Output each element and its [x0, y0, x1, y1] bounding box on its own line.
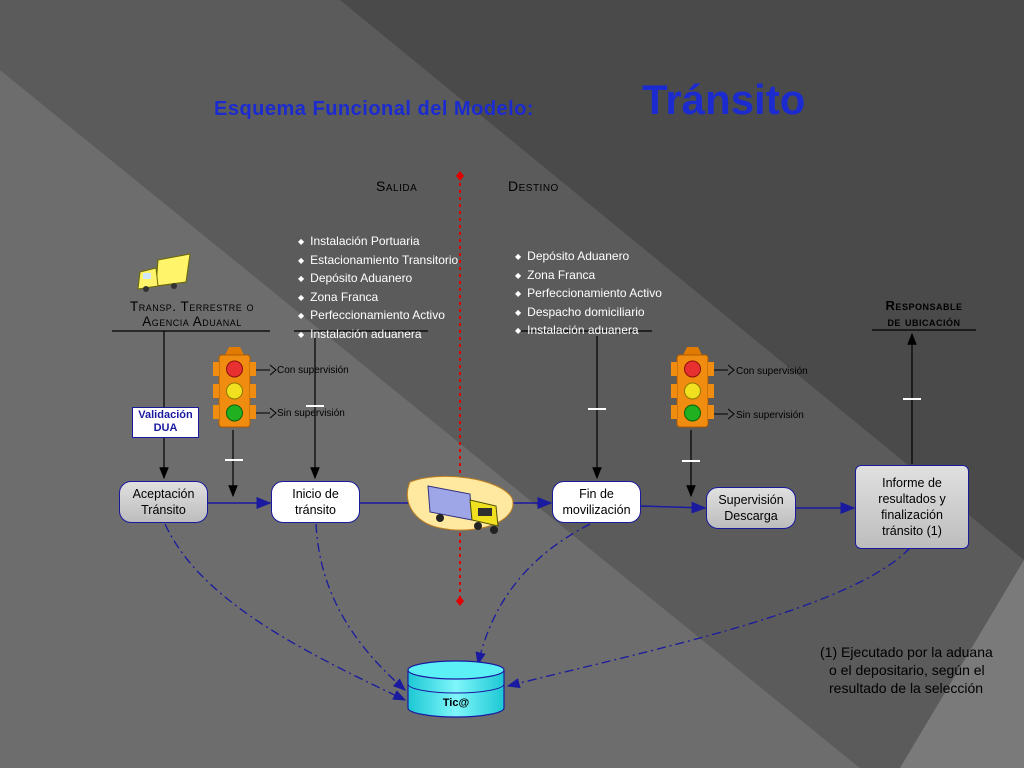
list-item: Despacho domiciliario [515, 304, 662, 323]
footnote-line: resultado de la selección [829, 680, 984, 696]
node-line: Informe de [882, 476, 942, 490]
badge-line: DUA [153, 422, 178, 434]
list-item: Perfeccionamiento Activo [515, 285, 662, 304]
badge-line: Validación [138, 409, 193, 421]
list-item: Instalación aduanera [298, 326, 458, 345]
salida-header: Salida [376, 178, 418, 194]
node-line: Tránsito [141, 503, 186, 517]
validacion-dua-badge: Validación DUA [132, 407, 199, 438]
responsable-line: de ubicación [887, 314, 961, 329]
title-subtitle: Esquema Funcional del Modelo: [214, 98, 535, 120]
list-item: Perfeccionamiento Activo [298, 307, 458, 326]
node-line: Fin de [579, 487, 614, 501]
traffic-light-icon [213, 347, 256, 428]
list-item: Instalación Portuaria [298, 233, 458, 252]
sin-supervision-label: Sin supervisión [736, 410, 804, 421]
node-line: Supervisión [718, 493, 784, 507]
node-line: Aceptación [132, 487, 195, 501]
footnote-line: o el depositario, según el [829, 662, 985, 678]
inicio-transito-node[interactable]: Inicio de tránsito [271, 481, 360, 523]
responsable-line: Responsable [885, 298, 963, 313]
node-line: movilización [562, 503, 631, 517]
sin-supervision-label: Sin supervisión [277, 408, 345, 419]
origin-label: Transp. Terrestre o Agencia Aduanal [112, 299, 272, 329]
title-main: Tránsito [642, 76, 806, 123]
footnote-line: (1) Ejecutado por la aduana [820, 644, 993, 660]
small-truck-icon [137, 253, 191, 292]
list-item: Depósito Aduanero [298, 270, 458, 289]
con-supervision-label: Con supervisión [736, 366, 808, 377]
node-line: finalización [881, 508, 943, 522]
transit-truck-icon [406, 475, 514, 534]
node-line: Descarga [724, 509, 778, 523]
node-line: tránsito (1) [882, 524, 942, 538]
list-item: Depósito Aduanero [515, 248, 662, 267]
origin-label-line: Agencia Aduanal [142, 314, 242, 329]
node-line: resultados y [878, 492, 946, 506]
responsable-label: Responsable de ubicación [866, 298, 982, 330]
database-icon [407, 660, 505, 718]
list-item: Instalación aduanera [515, 322, 662, 341]
database-label: Tic@ [442, 697, 470, 709]
con-supervision-label: Con supervisión [277, 365, 349, 376]
bg-band-lower [0, 70, 860, 768]
informe-resultados-node[interactable]: Informe de resultados y finalización trá… [855, 465, 969, 549]
traffic-light-icon [671, 347, 714, 428]
list-item: Zona Franca [298, 289, 458, 308]
node-line: Inicio de [292, 487, 339, 501]
destino-header: Destino [508, 178, 559, 194]
fin-movilizacion-node[interactable]: Fin de movilización [552, 481, 641, 523]
salida-list: Instalación Portuaria Estacionamiento Tr… [298, 233, 458, 344]
bg-band-corner [900, 560, 1024, 768]
node-line: tránsito [295, 503, 336, 517]
list-item: Zona Franca [515, 267, 662, 286]
footnote: (1) Ejecutado por la aduana o el deposit… [820, 643, 993, 697]
destino-list: Depósito Aduanero Zona Franca Perfeccion… [515, 248, 662, 341]
list-item: Estacionamiento Transitorio [298, 252, 458, 271]
origin-label-line: Transp. Terrestre o [129, 299, 255, 314]
